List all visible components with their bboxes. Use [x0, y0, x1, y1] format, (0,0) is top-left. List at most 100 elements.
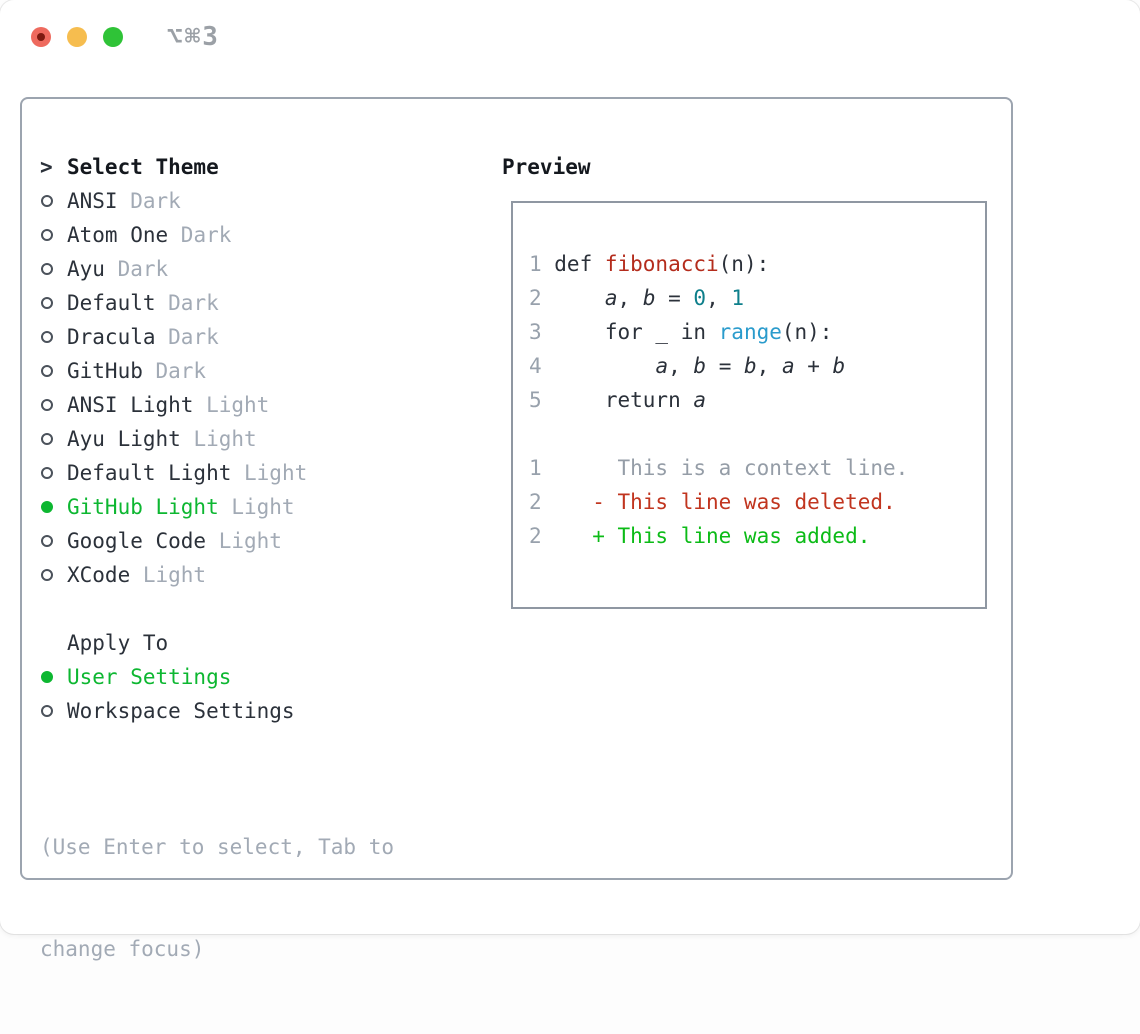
- line-number: 3: [529, 320, 542, 344]
- code-token-variable: b: [832, 354, 846, 378]
- code-token-variable: b: [743, 354, 757, 378]
- option-label: XCode: [67, 563, 131, 587]
- option-label: ANSI Light: [67, 393, 194, 417]
- code-line: 3 for _ in range(n):: [529, 315, 985, 349]
- option-variant: Light: [231, 461, 308, 485]
- theme-option-github[interactable]: GitHub Dark: [40, 354, 394, 388]
- theme-option-default-light[interactable]: Default Light Light: [40, 456, 394, 490]
- option-variant: Dark: [155, 291, 219, 315]
- code-line: 4 a, b = b, a + b: [529, 349, 985, 383]
- code-token-context: This is a context line.: [554, 456, 909, 480]
- code-line: 5 return a: [529, 383, 985, 417]
- theme-option-ansi-light[interactable]: ANSI Light Light: [40, 388, 394, 422]
- code-line: 2 + This line was added.: [529, 519, 985, 553]
- option-variant: Light: [218, 495, 295, 519]
- code-token-plain: +: [794, 354, 833, 378]
- line-number: 5: [529, 388, 542, 412]
- theme-option-atom-one[interactable]: Atom One Dark: [40, 218, 394, 252]
- option-label: Default: [67, 291, 156, 315]
- code-token-plain: [554, 354, 655, 378]
- code-token-deleted: - This line was deleted.: [554, 490, 896, 514]
- cursor-marker: >: [40, 155, 53, 179]
- radio-icon: [41, 467, 53, 479]
- radio-icon: [41, 569, 53, 581]
- zoom-button[interactable]: [103, 27, 123, 47]
- option-variant: Dark: [117, 189, 181, 213]
- theme-option-ansi[interactable]: ANSI Dark: [40, 184, 394, 218]
- line-number: 2: [529, 524, 542, 548]
- apply-option-workspace-settings[interactable]: Workspace Settings: [40, 694, 394, 728]
- line-number: 4: [529, 354, 542, 378]
- option-label: Atom One: [67, 223, 169, 247]
- hint-line-1: (Use Enter to select, Tab to: [40, 835, 395, 859]
- theme-option-ayu-light[interactable]: Ayu Light Light: [40, 422, 394, 456]
- option-label: GitHub Light: [67, 495, 219, 519]
- theme-option-ayu[interactable]: Ayu Dark: [40, 252, 394, 286]
- option-variant: Dark: [104, 257, 169, 281]
- option-label: Dracula: [67, 325, 156, 349]
- option-label: User Settings: [67, 665, 232, 689]
- theme-option-default[interactable]: Default Dark: [40, 286, 394, 320]
- line-number: 1: [529, 456, 542, 480]
- option-label: ANSI: [67, 189, 118, 213]
- code-token-builtin: range: [718, 320, 782, 344]
- hint-line-2: change focus): [40, 937, 205, 961]
- radio-selected-icon: [41, 501, 53, 513]
- apply-option-user-settings[interactable]: User Settings: [40, 660, 394, 694]
- code-token-added: + This line was added.: [554, 524, 871, 548]
- code-token-variable: b: [642, 286, 656, 310]
- code-token-plain: for _ in: [554, 320, 719, 344]
- window-shortcut-label: ⌥⌘3: [167, 22, 220, 52]
- radio-icon: [41, 399, 53, 411]
- code-token-plain: ,: [617, 286, 643, 310]
- code-line: 2 a, b = 0, 1: [529, 281, 985, 315]
- option-variant: Dark: [168, 223, 232, 247]
- code-token-function: fibonacci: [604, 252, 719, 276]
- radio-icon: [41, 331, 53, 343]
- option-label: Ayu Light: [67, 427, 181, 451]
- code-token-plain: ,: [756, 354, 782, 378]
- apply-to-header: Apply To: [40, 626, 394, 660]
- option-variant: Dark: [155, 325, 219, 349]
- code-token-variable: a: [781, 354, 795, 378]
- radio-icon: [41, 195, 53, 207]
- radio-icon: [41, 263, 53, 275]
- theme-option-dracula[interactable]: Dracula Dark: [40, 320, 394, 354]
- code-token-plain: =: [655, 286, 694, 310]
- line-number: 2: [529, 490, 542, 514]
- close-button[interactable]: [31, 27, 51, 47]
- code-token-plain: =: [706, 354, 744, 378]
- option-variant: Light: [193, 393, 270, 417]
- option-label: Ayu: [67, 257, 105, 281]
- code-token-variable: a: [693, 388, 707, 412]
- select-theme-header: > Select Theme: [40, 150, 394, 184]
- option-variant: Light: [130, 563, 207, 587]
- radio-icon: [41, 229, 53, 241]
- preview-title: Preview: [502, 155, 591, 179]
- option-label: Default Light: [67, 461, 232, 485]
- theme-option-google-code[interactable]: Google Code Light: [40, 524, 394, 558]
- section-title-apply-to: Apply To: [67, 631, 169, 655]
- option-variant: Light: [206, 529, 282, 553]
- radio-icon: [41, 705, 53, 717]
- theme-option-github-light[interactable]: GitHub Light Light: [40, 490, 394, 524]
- code-token-plain: return: [554, 388, 694, 412]
- option-label: Google Code: [67, 529, 207, 553]
- option-variant: Light: [180, 427, 257, 451]
- option-label: GitHub: [67, 359, 143, 383]
- minimize-button[interactable]: [67, 27, 87, 47]
- code-line: 1 This is a context line.: [529, 451, 985, 485]
- code-token-variable: a: [655, 354, 669, 378]
- code-token-variable: b: [693, 354, 707, 378]
- theme-option-xcode[interactable]: XCode Light: [40, 558, 394, 592]
- radio-icon: [41, 433, 53, 445]
- code-token-number: 1: [731, 286, 745, 310]
- code-token-plain: (n):: [718, 252, 770, 276]
